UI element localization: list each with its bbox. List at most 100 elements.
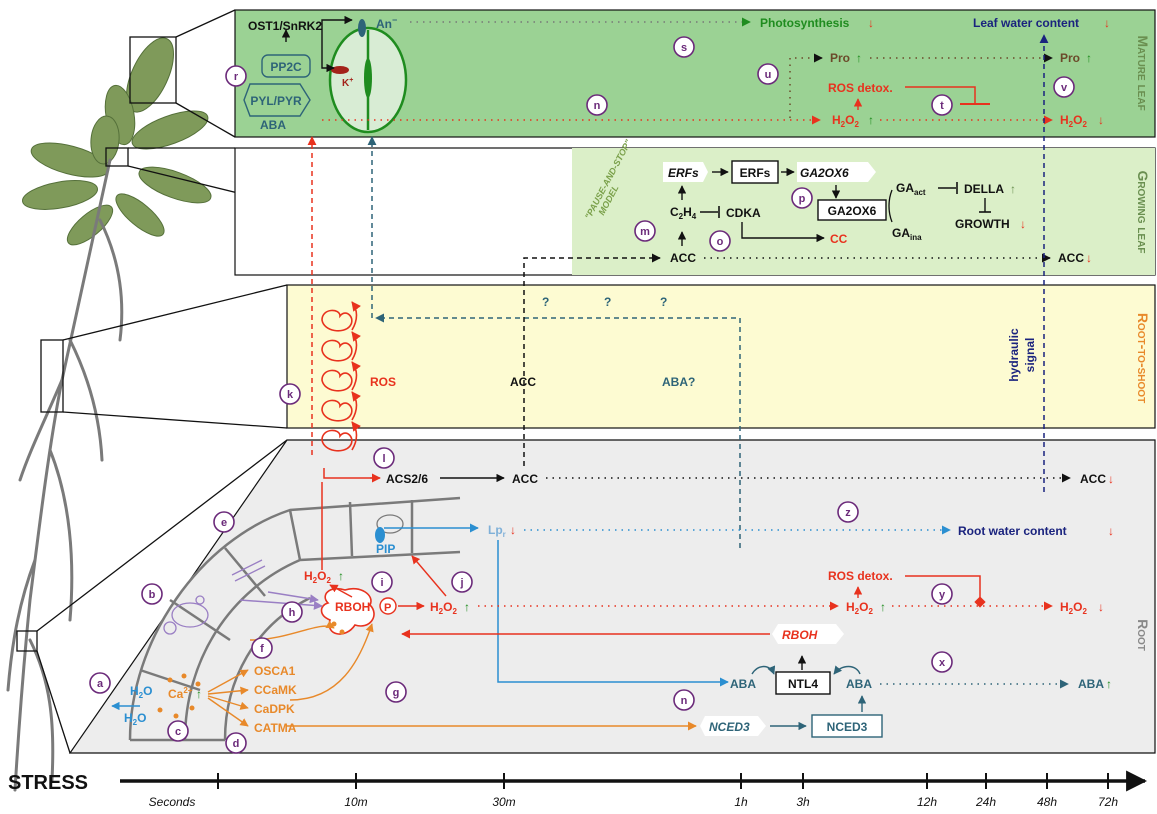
h2o2-root-up-1: ↑ xyxy=(880,600,886,614)
ca-up: ↑ xyxy=(196,687,202,701)
della-label: DELLA xyxy=(964,182,1004,196)
root-water-label: Root water content xyxy=(958,524,1067,538)
step-circle-e: e xyxy=(214,512,234,532)
step-circle-v: v xyxy=(1054,77,1074,97)
nced3-box-label: NCED3 xyxy=(827,720,868,734)
tick-48h: 48h xyxy=(1037,795,1057,809)
hydraulic-label: hydraulic xyxy=(1007,328,1021,382)
photosynthesis-down-arrow: ↓ xyxy=(868,16,874,30)
step-circle-t: t xyxy=(932,95,952,115)
leaf-water-down-arrow: ↓ xyxy=(1104,16,1110,30)
leaf-water-label: Leaf water content xyxy=(973,16,1079,30)
svg-text:o: o xyxy=(717,236,724,248)
nced3-italic-label: NCED3 xyxy=(709,720,750,734)
svg-text:h: h xyxy=(289,607,296,619)
rboh-italic-label: RBOH xyxy=(782,628,818,642)
step-circle-a: a xyxy=(90,673,110,693)
svg-text:e: e xyxy=(221,517,227,529)
tick-3h: 3h xyxy=(796,795,810,809)
title-growing-leaf: Growing leaf xyxy=(1135,170,1151,253)
h2o2-mid-up: ↑ xyxy=(464,600,470,614)
svg-text:i: i xyxy=(380,577,383,589)
svg-text:r: r xyxy=(234,71,239,83)
step-circle-j: j xyxy=(452,572,472,592)
svg-text:d: d xyxy=(233,738,240,750)
cadpk-label: CaDPK xyxy=(254,702,295,716)
tick-10m: 10m xyxy=(344,795,367,809)
svg-text:z: z xyxy=(845,507,851,519)
pyl-label: PYL/PYR xyxy=(250,94,302,108)
ccamk-label: CCaMK xyxy=(254,683,297,697)
tick-seconds: Seconds xyxy=(149,795,196,809)
step-circle-s: s xyxy=(674,37,694,57)
aba-root-label-1: ABA xyxy=(730,677,756,691)
aba-mature-label: ABA xyxy=(260,118,286,132)
ga2ox6-italic-label: GA2OX6 xyxy=(800,166,849,180)
ntl4-label: NTL4 xyxy=(788,677,818,691)
cc-label: CC xyxy=(830,232,848,246)
rboh-ca-dot-2 xyxy=(332,622,337,627)
pp2c-label: PP2C xyxy=(270,60,302,74)
svg-text:a: a xyxy=(97,678,104,690)
question-1: ? xyxy=(542,295,549,309)
erfs-box-label: ERFs xyxy=(740,166,771,180)
signal-label: signal xyxy=(1023,338,1037,373)
svg-text:b: b xyxy=(149,589,156,601)
tick-72h: 72h xyxy=(1098,795,1118,809)
h2o2-mature-down-2: ↓ xyxy=(1098,113,1104,127)
aba-rts-label: ABA? xyxy=(662,375,695,389)
acc-root-down: ↓ xyxy=(1108,472,1114,486)
svg-text:m: m xyxy=(640,226,650,238)
pip-channel xyxy=(375,527,385,543)
root-panel xyxy=(70,440,1155,753)
erfs-italic-label: ERFs xyxy=(668,166,699,180)
step-circle-g: g xyxy=(386,682,406,702)
svg-text:j: j xyxy=(459,577,463,589)
osca1-label: OSCA1 xyxy=(254,664,296,678)
svg-text:f: f xyxy=(260,643,264,655)
title-root-to-shoot: Root-to-shoot xyxy=(1135,313,1151,403)
step-circle-y: y xyxy=(932,584,952,604)
svg-text:y: y xyxy=(939,589,946,601)
title-mature-leaf: Mature leaf xyxy=(1135,35,1151,110)
cdka-label: CDKA xyxy=(726,206,761,220)
rboh-ca-dot-1 xyxy=(340,630,345,635)
step-circle-r: r xyxy=(226,66,246,86)
ros-detox-mature-label: ROS detox. xyxy=(828,81,893,95)
svg-text:k: k xyxy=(287,389,294,401)
acc-root-label-1: ACC xyxy=(512,472,538,486)
ros-label: ROS xyxy=(370,375,396,389)
acc-growing-label-1: ACC xyxy=(670,251,696,265)
acs-label: ACS2/6 xyxy=(386,472,428,486)
svg-text:u: u xyxy=(765,69,772,81)
pip-label: PIP xyxy=(376,542,395,556)
svg-text:v: v xyxy=(1061,82,1068,94)
pro-label-2: Pro xyxy=(1060,51,1080,65)
aba-root-up-3: ↑ xyxy=(1106,677,1112,691)
tick-30m: 30m xyxy=(492,795,515,809)
della-up: ↑ xyxy=(1010,182,1016,196)
svg-text:t: t xyxy=(940,100,944,112)
acc-growing-label-2: ACC xyxy=(1058,251,1084,265)
acc-root-label-2: ACC xyxy=(1080,472,1106,486)
step-circle-h: h xyxy=(282,602,302,622)
pro-up-2: ↑ xyxy=(1086,51,1092,65)
stress-label: STRESS xyxy=(8,772,88,794)
step-circle-c: c xyxy=(168,721,188,741)
acc-growing-down: ↓ xyxy=(1086,251,1092,265)
step-circle-d: d xyxy=(226,733,246,753)
svg-text:l: l xyxy=(382,453,385,465)
catma-label: CATMA xyxy=(254,721,297,735)
aba-root-label-2: ABA xyxy=(846,677,872,691)
tick-12h: 12h xyxy=(917,795,937,809)
ost1-label: OST1/SnRK2 xyxy=(248,19,322,33)
acc-rts-label: ACC xyxy=(510,375,536,389)
step-circle-n-top: n xyxy=(587,95,607,115)
title-root: Root xyxy=(1135,619,1151,651)
svg-text:n: n xyxy=(594,100,601,112)
svg-text:g: g xyxy=(393,687,400,699)
step-circle-m: m xyxy=(635,221,655,241)
root-water-down: ↓ xyxy=(1108,524,1114,538)
step-circle-k: k xyxy=(280,384,300,404)
